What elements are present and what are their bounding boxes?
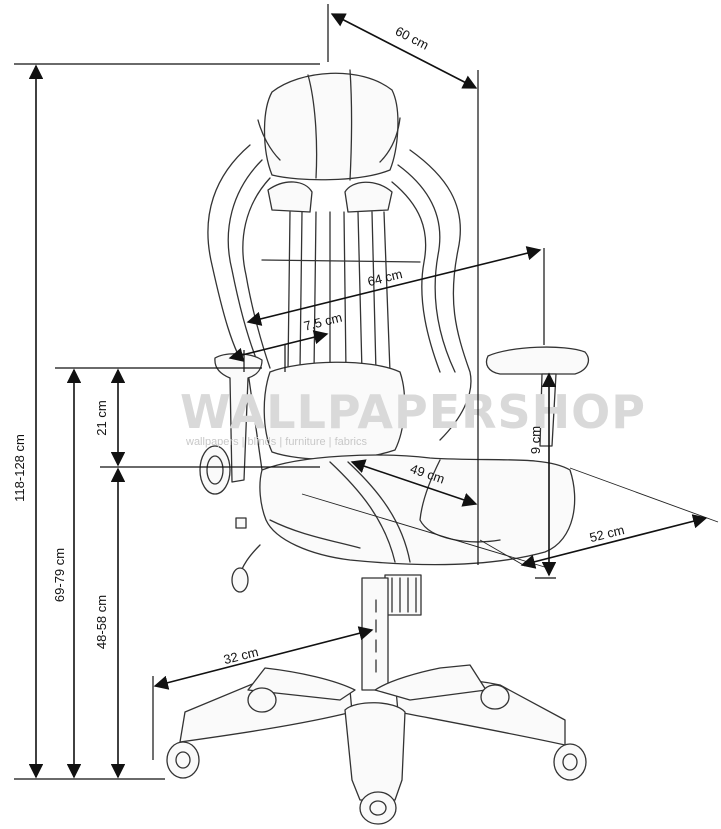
seat-width-arrow [520,514,708,569]
label-backrest-side: 7,5 cm [302,310,343,334]
back-height-arrow [246,246,542,326]
chair-drawing [166,69,589,825]
dimension-lines [14,4,719,780]
label-seat-width: 52 cm [588,522,626,545]
watermark: WALLPAPERSHOP wallpapers | blinds | furn… [180,385,646,448]
label-seat-height: 48-58 cm [94,595,109,649]
base-radius-arrow [153,626,374,690]
seat-depth-arrow [350,459,478,507]
width-arrow [330,13,478,89]
label-armrest-floor: 69-79 cm [52,548,67,602]
label-height-total: 118-128 cm [12,434,27,502]
backrest-side-arrow [228,330,329,362]
label-armrest-height: 21 cm [94,400,109,435]
label-armrest-adjust: 9 cm [528,426,543,454]
watermark-tagline: wallpapers | blinds | furniture | fabric… [185,436,367,448]
watermark-brand: WALLPAPERSHOP [180,385,646,439]
